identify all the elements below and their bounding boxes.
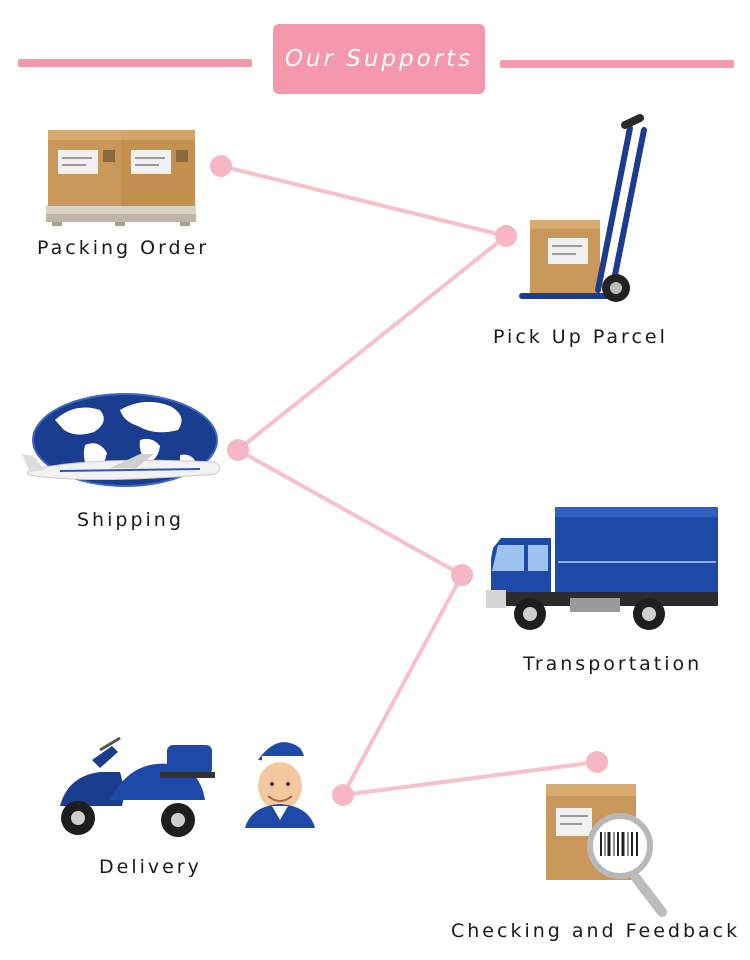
path-node xyxy=(495,225,517,247)
path-node xyxy=(332,784,354,806)
path-node xyxy=(586,751,608,773)
header-line-right xyxy=(500,60,734,68)
step-label-packing-order: Packing Order xyxy=(37,237,210,259)
process-nodes xyxy=(210,155,608,806)
path-segment xyxy=(341,573,464,797)
path-node xyxy=(210,155,232,177)
step-label-shipping: Shipping xyxy=(77,509,184,531)
step-label-pick-up-parcel: Pick Up Parcel xyxy=(493,326,668,348)
hand-truck-icon xyxy=(519,114,647,302)
header-banner: Our Supports xyxy=(273,24,485,94)
step-label-delivery: Delivery xyxy=(99,856,202,878)
globe-airplane-icon xyxy=(22,393,221,487)
path-segment xyxy=(341,760,599,797)
path-node xyxy=(451,564,473,586)
truck-icon xyxy=(486,507,718,630)
path-node xyxy=(227,439,249,461)
scooter-courier-icon xyxy=(60,736,315,837)
step-label-transportation: Transportation xyxy=(523,653,703,675)
path-segment xyxy=(236,234,508,452)
step-label-checking-and-feedback: Checking and Feedback xyxy=(451,920,741,942)
header-line-left xyxy=(18,59,252,67)
process-path xyxy=(219,164,599,797)
path-segment xyxy=(219,164,508,238)
barcode-magnifier-icon xyxy=(546,784,667,917)
path-segment xyxy=(236,448,464,577)
packing-boxes-icon xyxy=(46,130,196,226)
header-title: Our Supports xyxy=(284,46,474,72)
